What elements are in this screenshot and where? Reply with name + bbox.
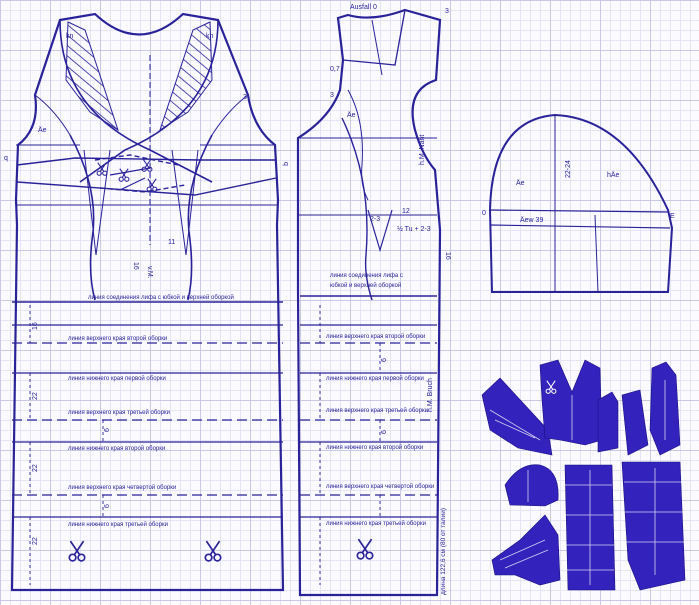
line-lower2-back: линия нижнего края второй оборки xyxy=(326,444,423,451)
line-lower1-back: линия нижнего края первой оборки xyxy=(326,375,424,382)
label-3-front: 3 xyxy=(243,94,247,101)
line-lower3-front: линия нижнего края третьей оборки xyxy=(68,521,168,528)
label-ae-back: Äe xyxy=(347,111,356,119)
sleeve-label-zero: 0 xyxy=(482,210,486,217)
label-hm-bruch: h.M. Bruch xyxy=(427,378,434,412)
label-half-tu: ½ Tu + 2-3 xyxy=(397,225,431,233)
sleeve-label-ae: Äe xyxy=(516,179,525,187)
label-3-top: 3 xyxy=(445,8,449,15)
line-upper2-front: линия верхнего края второй оборки xyxy=(68,335,167,342)
line-lower2-front: линия нижнего края второй оборки xyxy=(68,445,165,452)
label-3-back: 3 xyxy=(330,92,334,99)
cut-pieces-layout xyxy=(481,359,686,591)
scissors-icon xyxy=(204,540,222,562)
label-kn-left: kn xyxy=(66,33,74,40)
scissors-icon xyxy=(356,538,374,560)
line-upper2-back: линия верхнего края второй оборки xyxy=(326,333,425,340)
scissors-icon xyxy=(68,540,86,562)
label-12: 12 xyxy=(402,208,410,215)
label-hm-naht: h.M. Naht xyxy=(419,135,426,165)
measure-6-c: 6 xyxy=(381,358,388,362)
sleeve-piece xyxy=(488,113,674,293)
front-facing-right xyxy=(159,21,213,132)
label-ausfall: Ausfall 0 xyxy=(350,4,377,11)
scissors-icon xyxy=(118,168,130,182)
line-lower3-back: линия нижнего края третьей оборки xyxy=(326,520,426,527)
label-vm: v.M. xyxy=(146,266,153,279)
front-facing-left xyxy=(65,21,119,132)
measure-6-a: 6 xyxy=(104,428,111,432)
line-joint-front: линия соединения лифа с юбкой и верхней … xyxy=(88,294,234,301)
sleeve-label-hae: hÄe xyxy=(607,171,620,179)
label-length-note: длина 122,6 см (80 от талии) xyxy=(440,508,447,595)
measure-22-a: 22 xyxy=(32,392,39,400)
label-16-back: 16 xyxy=(444,252,451,260)
back-dress-piece xyxy=(296,8,442,597)
measure-22-c: 22 xyxy=(32,537,39,545)
sleeve-label-aew: Äew 39 xyxy=(520,216,543,224)
line-joint-back-1: линия соединения лифа с xyxy=(330,273,403,279)
measure-6-b: 6 xyxy=(104,504,111,508)
measure-22-b: 22 xyxy=(32,464,39,472)
label-q-mid: q xyxy=(282,162,289,166)
label-2-3: 2-3 xyxy=(370,216,380,223)
line-upper3-back: линия верхнего края третьей оборки xyxy=(326,407,428,414)
line-upper4-front: линия верхнего края четвертой оборки xyxy=(68,484,176,491)
label-ae-front: Äe xyxy=(38,126,47,134)
line-lower1-front: линия нижнего края первой оборки xyxy=(68,375,166,382)
label-07: 0,7 xyxy=(330,66,340,73)
measure-16-front: 16 xyxy=(32,322,39,330)
line-joint-back-2: юбкой и верхней оборкой xyxy=(330,282,401,289)
label-kn-right: kn xyxy=(206,33,214,40)
line-upper3-front: линия верхнего края третьей оборки xyxy=(68,409,170,416)
label-q-left: q xyxy=(4,155,8,162)
label-11: 11 xyxy=(168,239,175,246)
scissors-icon xyxy=(146,178,158,192)
line-upper4-back: линия верхнего края четвертой оборки xyxy=(326,483,434,490)
sleeve-label-2224: 22-24 xyxy=(565,160,572,178)
measure-6-d: 6 xyxy=(381,430,388,434)
sleeve-label-e: E xyxy=(670,213,675,220)
front-dress-piece xyxy=(10,12,285,592)
label-16-front: 16 xyxy=(132,262,139,270)
